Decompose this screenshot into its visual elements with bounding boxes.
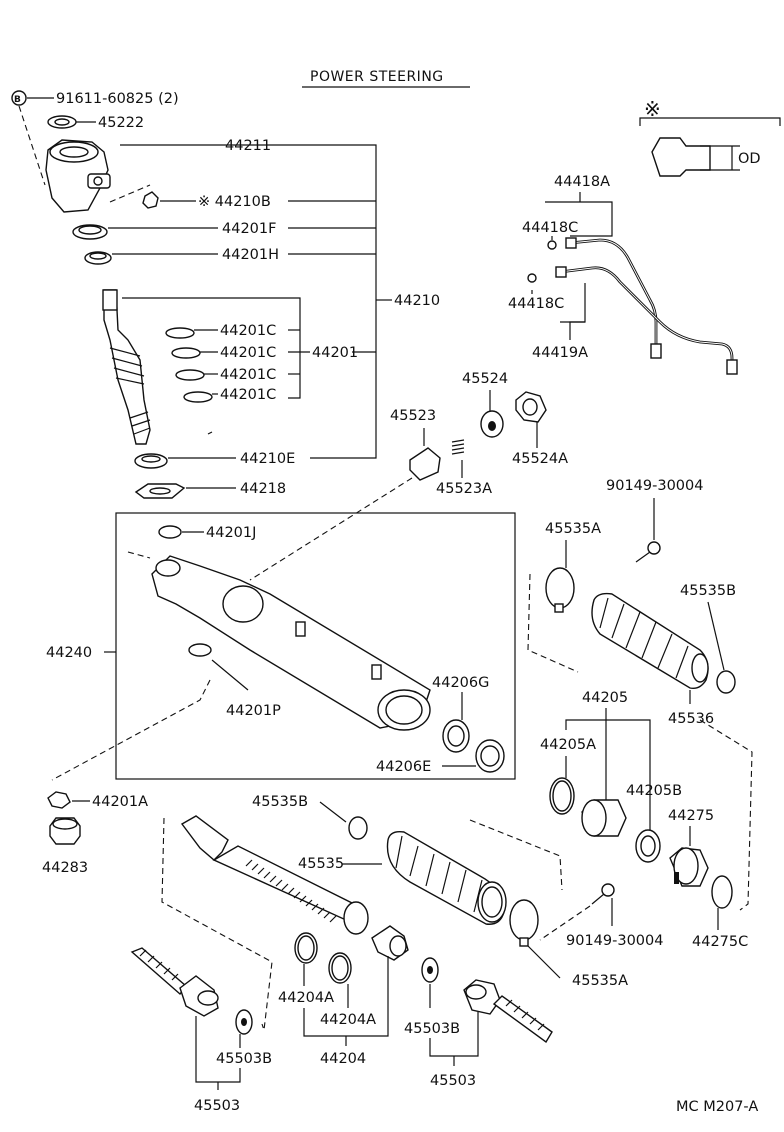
bush-44201P-icon xyxy=(188,643,212,657)
label-44201C-1: 44201C xyxy=(220,323,276,339)
end-stop-group: 44205 44205A 44205B 44275 44275C xyxy=(540,690,753,950)
label-44418C-1: 44418C xyxy=(522,220,578,236)
label-44218: 44218 xyxy=(240,481,286,497)
label-45524: 45524 xyxy=(462,371,508,387)
bush-44201J-icon xyxy=(158,525,182,539)
label-44201J: 44201J xyxy=(206,525,256,541)
bolt-marker-letter: B xyxy=(14,95,21,105)
clamp-45535B-top-icon xyxy=(716,670,736,694)
bolt-marker-circle xyxy=(11,90,27,106)
label-44206E: 44206E xyxy=(376,759,431,775)
note-mark: ※ xyxy=(644,97,661,121)
label-44201A: 44201A xyxy=(92,794,148,810)
label-90149-30004-top: 90149-30004 xyxy=(606,478,704,494)
rack-and-tierod-group: 45535B 45535 45535A 90149-30004 45503B 4… xyxy=(130,794,664,1114)
label-45524A: 45524A xyxy=(512,451,568,467)
label-45503B-left: 45503B xyxy=(216,1051,272,1067)
label-44205B: 44205B xyxy=(626,783,682,799)
label-44201F: 44201F xyxy=(222,221,276,237)
label-45222: 45222 xyxy=(98,115,144,131)
label-91611-60825: 91611-60825 (2) xyxy=(56,91,179,107)
label-44204A-2: 44204A xyxy=(320,1012,376,1028)
tierod-left-thread-icon xyxy=(130,947,187,996)
inset-bracket xyxy=(639,117,781,126)
label-44204A-1: 44204A xyxy=(278,990,334,1006)
label-44283: 44283 xyxy=(42,860,88,876)
label-45536: 45536 xyxy=(668,711,714,727)
label-44201C-2: 44201C xyxy=(220,345,276,361)
housing-box xyxy=(115,512,516,780)
label-45535B-top: 45535B xyxy=(680,583,736,599)
label-44210B: ※ 44210B xyxy=(198,194,271,210)
rack-end-icon xyxy=(180,815,229,861)
label-45535: 45535 xyxy=(298,856,344,872)
label-44206G: 44206G xyxy=(432,675,489,691)
label-44418A: 44418A xyxy=(554,174,610,190)
clamp-45535A-top-icon xyxy=(545,567,575,609)
label-44211: 44211 xyxy=(225,138,271,154)
label-44418C-2: 44418C xyxy=(508,296,564,312)
clamp-45535B-bot-icon xyxy=(348,816,368,840)
label-44275: 44275 xyxy=(668,808,714,824)
clamp-45535A-bot-icon xyxy=(509,899,539,941)
plug-44210B-icon xyxy=(142,191,159,209)
rack-guide-group: 45524 45524A 45523 45523A xyxy=(249,371,568,581)
rack-housing-group: 44201J 44240 44201P 44206G 44206E xyxy=(46,512,516,781)
label-44201H: 44201H xyxy=(222,247,279,263)
tierod-right-thread-icon xyxy=(492,995,553,1044)
label-45503-left: 45503 xyxy=(194,1098,240,1114)
label-44210: 44210 xyxy=(394,293,440,309)
label-44240: 44240 xyxy=(46,645,92,661)
label-45535B-bot: 45535B xyxy=(252,794,308,810)
diagram-title: POWER STEERING xyxy=(310,69,444,85)
seal-ring-1-icon xyxy=(165,327,195,339)
label-45535A-bot: 45535A xyxy=(572,973,628,989)
label-90149-30004-bot: 90149-30004 xyxy=(566,933,664,949)
pinion-shaft-icon xyxy=(103,289,151,445)
rack-guide-45523-icon xyxy=(409,447,441,481)
label-44201C-4: 44201C xyxy=(220,387,276,403)
seal-ring-3-icon xyxy=(175,369,205,381)
bolt-90149-bot-icon xyxy=(601,883,615,897)
clip-44418C-1-icon xyxy=(547,240,557,250)
label-45535A-top: 45535A xyxy=(545,521,601,537)
label-44210E: 44210E xyxy=(240,451,295,467)
label-45523A: 45523A xyxy=(436,481,492,497)
nut-44201A-icon xyxy=(47,791,71,809)
tube-group: 44418A 44418C 44418C 44419A xyxy=(508,174,738,375)
label-45503-right: 45503 xyxy=(430,1073,476,1089)
label-44275C: 44275C xyxy=(692,934,748,950)
boot-45536-icon xyxy=(591,592,709,690)
label-44204: 44204 xyxy=(320,1051,366,1067)
clip-44418C-2-icon xyxy=(527,273,537,283)
footer-code: MC M207-A xyxy=(676,1099,758,1115)
label-45523: 45523 xyxy=(390,408,436,424)
label-44201C-3: 44201C xyxy=(220,367,276,383)
spring-45523A-icon xyxy=(451,439,465,455)
label-44419A: 44419A xyxy=(532,345,588,361)
housing-top-group: B 91611-60825 (2) 45222 44211 xyxy=(11,90,286,213)
od-label: OD xyxy=(738,151,761,167)
ring-44275C-icon xyxy=(711,875,733,909)
label-45503B-right: 45503B xyxy=(404,1021,460,1037)
od-fitting-shape xyxy=(651,137,711,177)
pinion-group: ※ 44210B 44201F 44201H 44201C 44201C 442… xyxy=(72,144,440,499)
boot-right-group: 90149-30004 45535A 45535B 45536 xyxy=(527,478,736,727)
label-44201: 44201 xyxy=(312,345,358,361)
tube-1 xyxy=(569,238,658,350)
label-44205: 44205 xyxy=(582,690,628,706)
label-44201P: 44201P xyxy=(226,703,281,719)
od-inset: ※ OD xyxy=(639,97,781,177)
seal-ring-2-icon xyxy=(171,347,201,359)
seal-ring-4-icon xyxy=(183,391,213,403)
label-44205A: 44205A xyxy=(540,737,596,753)
bottom-left-fitting-group: 44201A 44283 xyxy=(42,791,148,876)
bolt-90149-top-icon xyxy=(647,541,661,555)
